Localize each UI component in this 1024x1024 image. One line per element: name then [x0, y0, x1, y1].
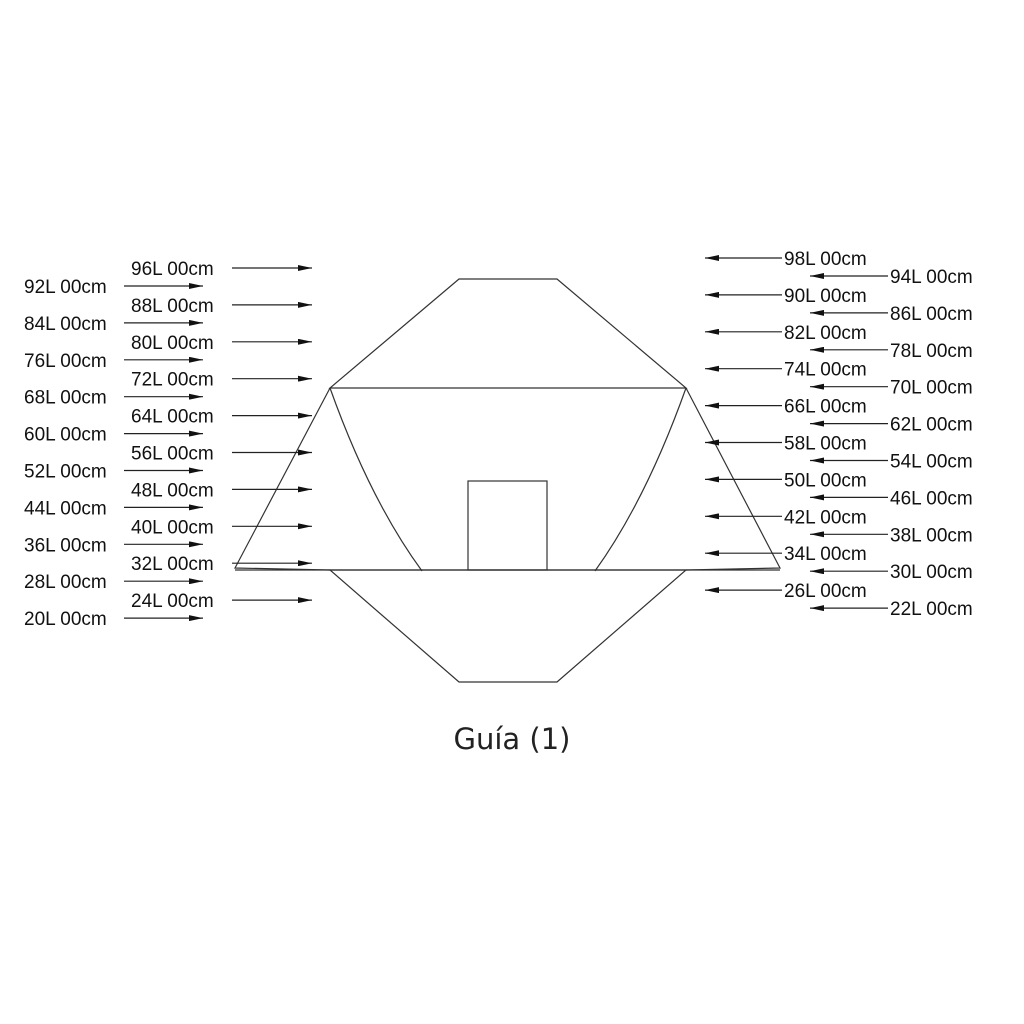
measurement-label: 34L 00cm — [705, 544, 867, 565]
measurement-label: 56L 00cm — [131, 444, 312, 465]
measurement-label: 60L 00cm — [24, 425, 203, 446]
measurement-label: 74L 00cm — [705, 360, 867, 381]
measurement-label: 82L 00cm — [705, 323, 867, 344]
measurement-label-text: 42L 00cm — [784, 507, 867, 528]
left-inner-curve — [329, 387, 423, 572]
measurement-label-text: 88L 00cm — [131, 296, 214, 317]
measurement-label: 32L 00cm — [131, 554, 312, 575]
measurement-label-text: 24L 00cm — [131, 591, 214, 612]
top-trapezoid — [328, 278, 688, 389]
measurement-label-text: 60L 00cm — [24, 425, 107, 446]
measurement-label: 68L 00cm — [24, 388, 203, 409]
measurement-label: 92L 00cm — [24, 277, 203, 298]
measurement-label: 42L 00cm — [705, 507, 867, 528]
bottom-trapezoid — [328, 569, 688, 683]
measurement-label-text: 78L 00cm — [890, 341, 973, 362]
measurement-label-text: 72L 00cm — [131, 370, 214, 391]
measurement-label: 76L 00cm — [24, 351, 203, 372]
center-rectangle — [467, 480, 548, 571]
measurement-label-text: 32L 00cm — [131, 554, 214, 575]
measurement-label: 48L 00cm — [131, 480, 312, 501]
measurement-label: 50L 00cm — [705, 470, 867, 491]
measurement-label-text: 86L 00cm — [890, 304, 973, 325]
measurement-label: 80L 00cm — [131, 333, 312, 354]
measurement-label: 88L 00cm — [131, 296, 312, 317]
measurement-label-text: 30L 00cm — [890, 562, 973, 583]
measurement-label-text: 58L 00cm — [784, 434, 867, 455]
measurement-label: 72L 00cm — [131, 370, 312, 391]
caption: Guía (1) — [453, 722, 571, 756]
measurement-label-text: 90L 00cm — [784, 286, 867, 307]
measurement-label-text: 50L 00cm — [784, 470, 867, 491]
left-side-edge — [234, 387, 331, 571]
measurement-label-text: 40L 00cm — [131, 517, 214, 538]
right-side-edge — [685, 387, 781, 571]
measurement-label: 44L 00cm — [24, 498, 203, 519]
measurement-label: 52L 00cm — [24, 462, 203, 483]
measurement-label: 20L 00cm — [24, 609, 203, 630]
measurement-label-text: 92L 00cm — [24, 277, 107, 298]
measurement-label-text: 68L 00cm — [24, 388, 107, 409]
measurement-label-text: 22L 00cm — [890, 599, 973, 620]
measurement-label: 36L 00cm — [24, 535, 203, 556]
measurement-label-text: 36L 00cm — [24, 535, 107, 556]
measurement-label-text: 98L 00cm — [784, 249, 867, 270]
measurement-label: 70L 00cm — [810, 378, 973, 399]
measurement-label: 38L 00cm — [810, 525, 973, 546]
measurement-label: 24L 00cm — [131, 591, 312, 612]
measurement-label: 84L 00cm — [24, 314, 203, 335]
measurement-label-text: 64L 00cm — [131, 407, 214, 428]
right-inner-curve — [594, 387, 687, 572]
measurement-label: 94L 00cm — [810, 267, 973, 288]
measurement-label: 66L 00cm — [705, 397, 867, 418]
measurement-label-text: 38L 00cm — [890, 525, 973, 546]
measurement-label-text: 74L 00cm — [784, 360, 867, 381]
measurement-label: 78L 00cm — [810, 341, 973, 362]
measurement-label: 86L 00cm — [810, 304, 973, 325]
measurement-label: 54L 00cm — [810, 452, 973, 473]
measurement-label-text: 26L 00cm — [784, 581, 867, 602]
measurement-label: 26L 00cm — [705, 581, 867, 602]
measurement-label: 28L 00cm — [24, 572, 203, 593]
measurement-label-text: 84L 00cm — [24, 314, 107, 335]
measurement-labels: 92L 00cm 84L 00cm 76L 00cm 68L 00cm 60L 00cm… — [24, 249, 973, 630]
measurement-label-text: 70L 00cm — [890, 378, 973, 399]
measurement-label-text: 44L 00cm — [24, 498, 107, 519]
measurement-label: 58L 00cm — [705, 434, 867, 455]
measurement-label-text: 56L 00cm — [131, 444, 214, 465]
measurement-label-text: 54L 00cm — [890, 452, 973, 473]
measurement-label: 98L 00cm — [705, 249, 867, 270]
measurement-label: 40L 00cm — [131, 517, 312, 538]
measurement-label: 96L 00cm — [131, 259, 312, 280]
measurement-label-text: 20L 00cm — [24, 609, 107, 630]
measurement-label-text: 62L 00cm — [890, 415, 973, 436]
measurement-label-text: 66L 00cm — [784, 397, 867, 418]
measurement-label-text: 46L 00cm — [890, 488, 973, 509]
measurement-label: 22L 00cm — [810, 599, 973, 620]
measurement-label-text: 76L 00cm — [24, 351, 107, 372]
measurement-label-text: 94L 00cm — [890, 267, 973, 288]
measurement-label-text: 82L 00cm — [784, 323, 867, 344]
measurement-label-text: 96L 00cm — [131, 259, 214, 280]
measurement-label: 30L 00cm — [810, 562, 973, 583]
measurement-label: 62L 00cm — [810, 415, 973, 436]
measurement-label: 46L 00cm — [810, 488, 973, 509]
measurement-label: 90L 00cm — [705, 286, 867, 307]
measurement-label-text: 80L 00cm — [131, 333, 214, 354]
measurement-label-text: 28L 00cm — [24, 572, 107, 593]
measurement-label-text: 48L 00cm — [131, 480, 214, 501]
measurement-label-text: 34L 00cm — [784, 544, 867, 565]
garment-outline — [234, 278, 781, 683]
measurement-label: 64L 00cm — [131, 407, 312, 428]
measurement-label-text: 52L 00cm — [24, 462, 107, 483]
